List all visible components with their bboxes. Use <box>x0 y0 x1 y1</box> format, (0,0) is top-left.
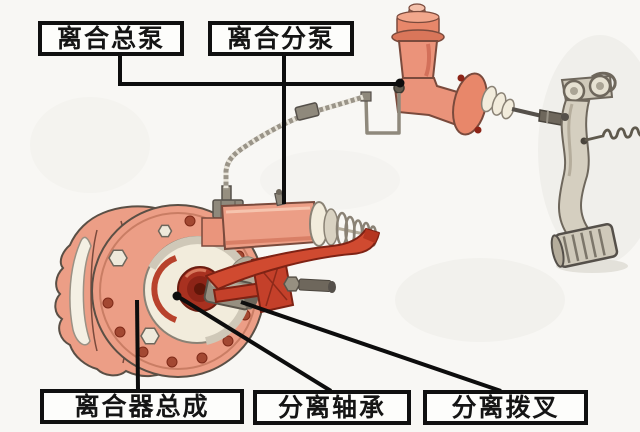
callout-release-bearing <box>175 294 333 393</box>
clutch-pedal-part <box>550 71 640 273</box>
callout-dot-bearing <box>172 291 182 301</box>
cover-bolts <box>108 224 173 345</box>
callout-dot-master <box>395 78 405 88</box>
metal-pipe <box>364 93 401 135</box>
fluid-reservoir <box>397 40 439 79</box>
label-clutch-assembly: 离合器总成 <box>74 392 210 421</box>
callout-release-fork <box>240 300 502 393</box>
label-release-bearing: 分离轴承 <box>277 393 386 422</box>
adjuster-stud <box>283 276 336 293</box>
pedal-pushrod <box>511 107 563 126</box>
hydraulic-lines <box>223 91 401 190</box>
label-box-clutch-assembly: 离合器总成 <box>40 389 244 424</box>
label-slave-cylinder: 离合分泵 <box>226 24 335 53</box>
bleeder-screw <box>274 189 285 207</box>
callout-master-cylinder <box>118 56 397 86</box>
flywheel-edge <box>69 236 92 346</box>
dust-boot <box>480 85 515 120</box>
label-box-release-bearing: 分离轴承 <box>253 390 411 425</box>
callout-lines <box>118 56 502 393</box>
hose-coupling <box>294 102 320 121</box>
label-box-master-cylinder: 离合总泵 <box>38 21 184 56</box>
pedal-pad <box>550 223 619 268</box>
label-box-release-fork: 分离拨叉 <box>423 390 588 425</box>
label-box-slave-cylinder: 离合分泵 <box>208 21 354 56</box>
master-cylinder-part <box>391 3 563 136</box>
return-spring <box>580 126 640 145</box>
release-fork-part <box>205 228 380 290</box>
slave-cylinder-part <box>201 185 379 251</box>
label-master-cylinder: 离合总泵 <box>56 24 165 53</box>
label-release-fork: 分离拨叉 <box>451 393 560 422</box>
callout-clutch-assembly <box>135 299 140 390</box>
